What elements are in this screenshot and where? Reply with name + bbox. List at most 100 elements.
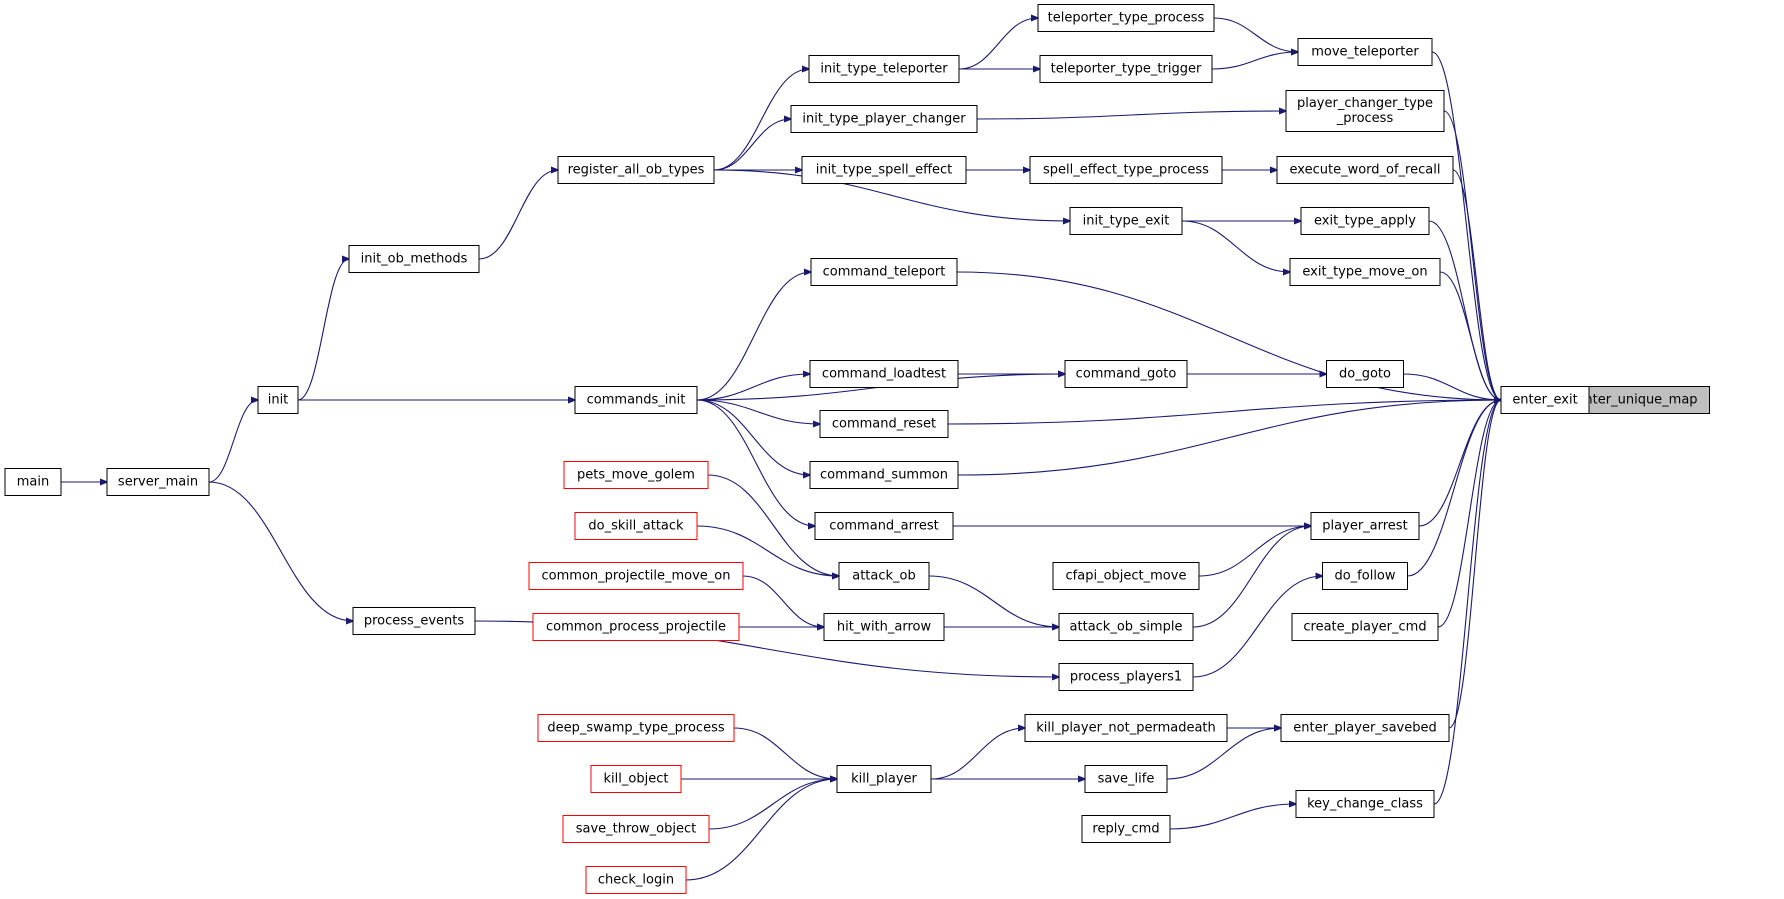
- node-teleporter-type-process[interactable]: teleporter_type_process: [1037, 4, 1215, 32]
- node-spell-effect-type-process[interactable]: spell_effect_type_process: [1029, 156, 1223, 184]
- edge-line: [1407, 400, 1502, 577]
- edge-attack_ob_simple-to-player_arrest: [1192, 526, 1311, 628]
- node-label: init_type_exit: [1083, 214, 1170, 229]
- node-init-type-exit[interactable]: init_type_exit: [1069, 207, 1183, 235]
- node-command-summon[interactable]: command_summon: [809, 461, 959, 489]
- edge-line: [976, 111, 1286, 120]
- node-key-change-class[interactable]: key_change_class: [1295, 790, 1435, 818]
- node-box: [1295, 790, 1435, 818]
- node-label: _process: [1336, 111, 1394, 126]
- node-label: command_loadtest: [822, 367, 946, 382]
- node-box: [557, 156, 715, 184]
- edge-line: [1428, 220, 1501, 400]
- edge-deep_swamp_type_process-to-kill_player: [733, 727, 837, 779]
- node-kill-object[interactable]: kill_object: [590, 765, 682, 793]
- node-enter-exit[interactable]: enter_exit: [1500, 386, 1590, 414]
- edge-player_arrest-to-enter_exit: [1418, 400, 1501, 527]
- node-label: check_login: [598, 873, 674, 888]
- node-attack-ob[interactable]: attack_ob: [838, 562, 930, 590]
- node-label: deep_swamp_type_process: [547, 721, 725, 736]
- node-box: [1069, 207, 1183, 235]
- node-reply-cmd[interactable]: reply_cmd: [1081, 815, 1171, 843]
- node-do-skill-attack[interactable]: do_skill_attack: [574, 512, 698, 540]
- node-main[interactable]: main: [4, 468, 62, 496]
- node-box: [528, 562, 744, 590]
- node-label: exit_type_apply: [1314, 214, 1416, 229]
- node-hit-with-arrow[interactable]: hit_with_arrow: [823, 613, 945, 641]
- edge-line: [696, 374, 810, 401]
- node-label: exit_type_move_on: [1302, 265, 1427, 280]
- node-process-players1[interactable]: process_players1: [1058, 663, 1194, 691]
- node-label: enter_player_savebed: [1293, 721, 1436, 736]
- node-box: [1289, 258, 1441, 286]
- node-init-type-player-changer[interactable]: init_type_player_changer: [790, 105, 978, 133]
- node-deep-swamp-type-process[interactable]: deep_swamp_type_process: [537, 714, 735, 742]
- node-box: [1300, 207, 1430, 235]
- node-label: pets_move_golem: [577, 468, 695, 483]
- node-pets-move-golem[interactable]: pets_move_golem: [563, 461, 709, 489]
- node-do-goto[interactable]: do_goto: [1326, 360, 1404, 388]
- node-common-projectile-move-on[interactable]: common_projectile_move_on: [528, 562, 744, 590]
- node-command-arrest[interactable]: command_arrest: [814, 512, 954, 540]
- edge-line: [1166, 728, 1281, 780]
- edge-pets_move_golem-to-attack_ob: [707, 474, 839, 576]
- node-player-changer-type-process[interactable]: player_changer_type_process: [1285, 90, 1445, 132]
- edge-execute_word_of_recall-to-enter_exit: [1452, 169, 1501, 400]
- node-init[interactable]: init: [257, 386, 299, 414]
- node-server-main[interactable]: server_main: [106, 468, 210, 496]
- node-box: [1310, 512, 1420, 540]
- edges-layer: [61, 18, 1589, 881]
- edge-commands_init-to-command_loadtest: [696, 374, 810, 401]
- node-label: server_main: [118, 475, 198, 490]
- node-label: do_goto: [1339, 367, 1391, 382]
- node-init-type-spell-effect[interactable]: init_type_spell_effect: [801, 156, 967, 184]
- node-execute-word-of-recall[interactable]: execute_word_of_recall: [1276, 156, 1454, 184]
- node-do-follow[interactable]: do_follow: [1322, 562, 1408, 590]
- node-enter-player-savebed[interactable]: enter_player_savebed: [1280, 714, 1450, 742]
- node-box: [1326, 360, 1404, 388]
- node-process-events[interactable]: process_events: [352, 607, 476, 635]
- edge-commands_init-to-command_teleport: [696, 272, 811, 401]
- node-label: command_teleport: [823, 265, 946, 280]
- node-check-login[interactable]: check_login: [585, 866, 687, 894]
- node-commands-init[interactable]: commands_init: [574, 386, 698, 414]
- edge-key_change_class-to-enter_exit: [1433, 400, 1501, 805]
- node-cfapi-object-move[interactable]: cfapi_object_move: [1052, 562, 1200, 590]
- node-create-player-cmd[interactable]: create_player_cmd: [1291, 613, 1439, 641]
- node-command-goto[interactable]: command_goto: [1064, 360, 1188, 388]
- edge-line: [1181, 220, 1290, 272]
- node-kill-player-not-permadeath[interactable]: kill_player_not_permadeath: [1024, 714, 1228, 742]
- node-command-loadtest[interactable]: command_loadtest: [809, 360, 959, 388]
- node-save-life[interactable]: save_life: [1084, 765, 1168, 793]
- edge-common_projectile_move_on-to-hit_with_arrow: [742, 575, 824, 627]
- edge-init_type_teleporter-to-teleporter_type_process: [958, 18, 1038, 70]
- node-command-teleport[interactable]: command_teleport: [810, 258, 958, 286]
- node-label: player_arrest: [1322, 519, 1407, 534]
- edge-line: [713, 69, 809, 171]
- node-init-ob-methods[interactable]: init_ob_methods: [348, 245, 480, 273]
- node-box: [1064, 360, 1188, 388]
- node-player-arrest[interactable]: player_arrest: [1310, 512, 1420, 540]
- node-teleporter-type-trigger[interactable]: teleporter_type_trigger: [1039, 55, 1213, 83]
- node-attack-ob-simple[interactable]: attack_ob_simple: [1058, 613, 1194, 641]
- node-label: enter_unique_map: [1576, 393, 1697, 408]
- node-register-all-ob-types[interactable]: register_all_ob_types: [557, 156, 715, 184]
- edge-line: [1169, 804, 1296, 830]
- node-box: [1084, 765, 1168, 793]
- node-init-type-teleporter[interactable]: init_type_teleporter: [808, 55, 960, 83]
- edge-line: [1439, 271, 1501, 400]
- node-move-teleporter[interactable]: move_teleporter: [1297, 38, 1433, 66]
- node-box: [1039, 55, 1213, 83]
- node-exit-type-apply[interactable]: exit_type_apply: [1300, 207, 1430, 235]
- edge-line: [713, 119, 791, 171]
- node-kill-player[interactable]: kill_player: [836, 765, 932, 793]
- node-common-process-projectile[interactable]: common_process_projectile: [532, 613, 740, 641]
- edge-line: [1418, 400, 1501, 527]
- node-save-throw-object[interactable]: save_throw_object: [562, 815, 710, 843]
- node-label: key_change_class: [1307, 797, 1423, 812]
- edge-teleporter_type_trigger-to-move_teleporter: [1211, 52, 1298, 70]
- node-exit-type-move-on[interactable]: exit_type_move_on: [1289, 258, 1441, 286]
- node-command-reset[interactable]: command_reset: [819, 410, 949, 438]
